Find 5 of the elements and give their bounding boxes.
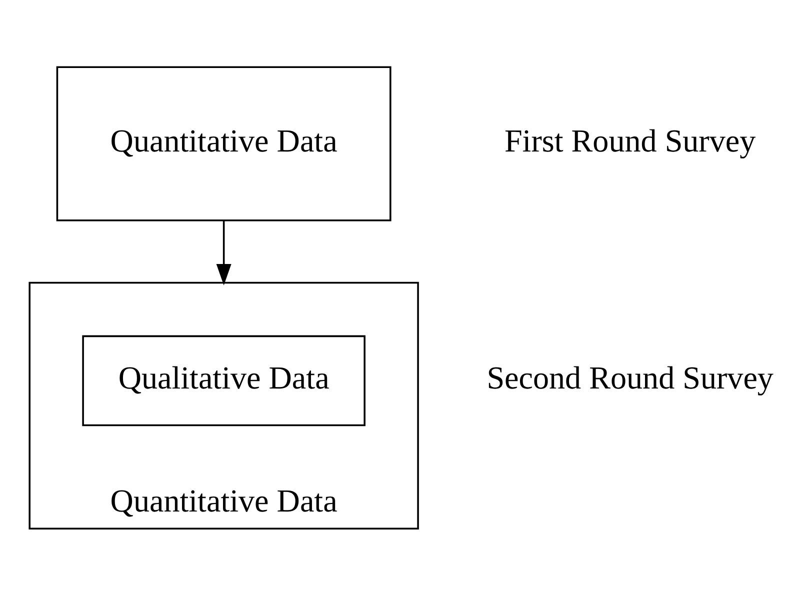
label: First Round Survey — [504, 122, 756, 158]
node-box: Qualitative Data — [82, 334, 366, 426]
label: Second Round Survey — [486, 359, 774, 396]
node-box: Quantitative Data — [56, 66, 392, 221]
arrow — [216, 220, 232, 285]
